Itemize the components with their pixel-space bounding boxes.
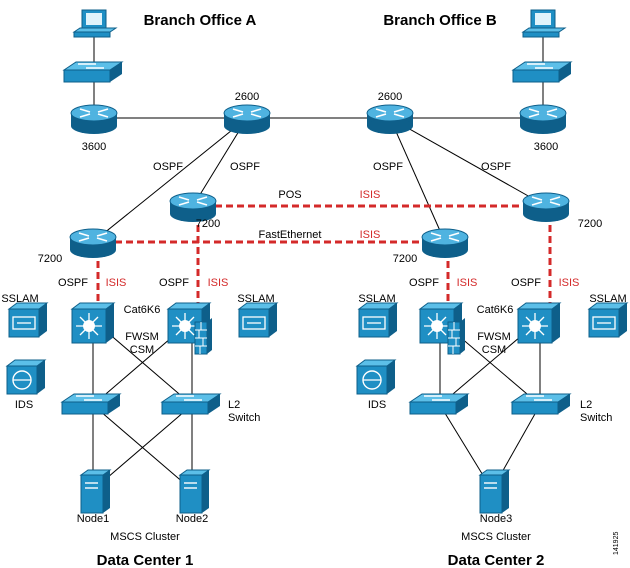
node1-label: Node1 [77,513,109,525]
ids-dc2-icon [356,359,396,395]
fwsm-label-dc2: FWSM [477,331,511,343]
sslam-dc1-left-icon [8,302,48,338]
node3-label: Node3 [480,513,512,525]
fwsm-dc1-icon [194,317,213,355]
node2-label: Node2 [176,513,208,525]
isis-label-6: ISIS [208,277,229,289]
router-7200-dc2-left-icon [421,228,469,259]
label-2600-a: 2600 [235,91,259,103]
router-2600-b-icon [366,104,414,135]
ospf-label-6: OSPF [159,277,189,289]
ospf-label-7: OSPF [409,277,439,289]
sslam-label-4: SSLAM [589,293,626,305]
sslam-dc1-right-icon [238,302,278,338]
ospf-label-3: OSPF [373,161,403,173]
label-7200-dc2-left: 7200 [393,253,417,265]
dashed-links [93,204,552,310]
ids-label-dc2: IDS [368,399,386,411]
switch-label-dc1: Switch [228,412,260,424]
cat6k6-dc1-left-icon [71,302,115,344]
cluster-label-dc1: MSCS Cluster [110,531,180,543]
title-dc2: Data Center 2 [448,552,545,568]
node-labels: Node1 Node2 MSCS Cluster Node3 MSCS Clus… [77,513,531,543]
sslam-label-1: SSLAM [1,293,38,305]
title-branch-b: Branch Office B [383,12,497,29]
label-7200-dc1-left: 7200 [38,253,62,265]
server-node2-icon [179,469,210,514]
router-7200-dc2-top-icon [522,192,570,223]
router-7200-dc1-left-icon [69,228,117,259]
router-3600-a-icon [70,104,118,135]
isis-label-7: ISIS [457,277,478,289]
ids-label-dc1: IDS [15,399,33,411]
fastethernet-label: FastEthernet [259,229,322,241]
switch-label-dc2: Switch [580,412,612,424]
titles: Branch Office A Branch Office B Data Cen… [97,12,545,568]
ids-dc1-icon [6,359,46,395]
ospf-label-2: OSPF [230,161,260,173]
label-3600-a: 3600 [82,141,106,153]
sslam-dc2-right-icon [588,302,628,338]
sslam-dc2-left-icon [358,302,398,338]
csm-label-dc2: CSM [482,344,506,356]
workstation-b-icon [522,9,566,38]
l2-switch-dc1-right-icon [161,393,221,415]
cat6k6-label-dc1: Cat6K6 [124,304,161,316]
label-7200-dc1-top: 7200 [196,218,220,230]
ospf-label-4: OSPF [481,161,511,173]
ospf-label-8: OSPF [511,277,541,289]
device-icons [6,9,628,514]
cat6k6-dc2-right-icon [517,302,561,344]
l2-switch-dc1-left-icon [61,393,121,415]
link-labels: OSPF OSPF OSPF OSPF POS ISIS FastEtherne… [58,161,579,289]
ospf-label-1: OSPF [153,161,183,173]
cluster-label-dc2: MSCS Cluster [461,531,531,543]
isis-label-pos: ISIS [360,189,381,201]
server-node1-icon [80,469,111,514]
sslam-label-3: SSLAM [358,293,395,305]
figure-id: 141925 [613,532,620,555]
label-7200-dc2-top: 7200 [578,218,602,230]
solid-links [92,20,547,491]
branch-b-switch-icon [512,61,572,83]
sslam-label-2: SSLAM [237,293,274,305]
csm-label-dc1: CSM [130,344,154,356]
isis-label-8: ISIS [559,277,580,289]
workstation-a-icon [73,9,117,38]
label-3600-b: 3600 [534,141,558,153]
isis-label-5: ISIS [106,277,127,289]
pos-label: POS [278,189,301,201]
fwsm-label-dc1: FWSM [125,331,159,343]
device-labels: SSLAM SSLAM SSLAM SSLAM Cat6K6 Cat6K6 FW… [1,293,626,424]
fwsm-dc2-icon [447,317,466,355]
title-branch-a: Branch Office A [144,12,257,29]
router-2600-a-icon [223,104,271,135]
branch-a-switch-icon [63,61,123,83]
l2-label-dc2: L2 [580,399,592,411]
title-dc1: Data Center 1 [97,552,194,568]
isis-label-fe: ISIS [360,229,381,241]
router-labels: 3600 2600 2600 3600 7200 7200 7200 7200 [38,91,602,265]
server-node3-icon [479,469,510,514]
router-3600-b-icon [519,104,567,135]
cat6k6-label-dc2: Cat6K6 [477,304,514,316]
l2-label-dc1: L2 [228,399,240,411]
label-2600-b: 2600 [378,91,402,103]
l2-switch-dc2-left-icon [409,393,469,415]
l2-switch-dc2-right-icon [511,393,571,415]
ospf-label-5: OSPF [58,277,88,289]
